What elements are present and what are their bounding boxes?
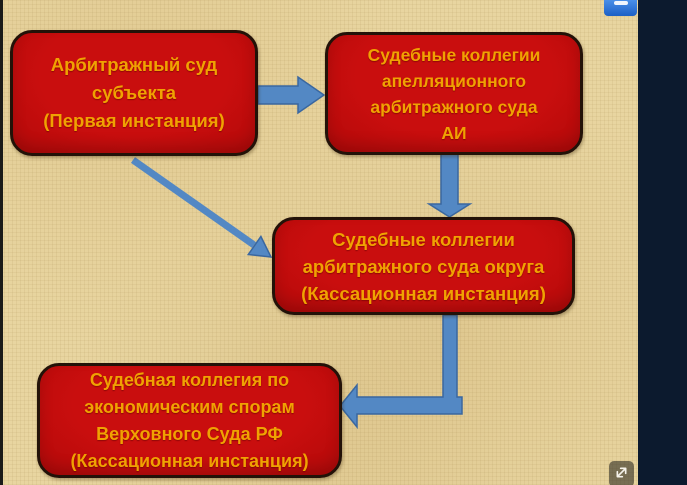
node-text-line: Судебная коллегия по: [89, 369, 290, 390]
left-edge-strip: [0, 0, 3, 485]
arrow-node1-to-node3-head: [246, 235, 273, 258]
node-text-line: Судебные коллегии: [332, 228, 515, 250]
node-text-line: (Первая инстанция): [43, 110, 225, 131]
node-text-line: арбитражного суда округа: [302, 255, 545, 277]
node-text-line: Арбитражный суд: [50, 54, 218, 75]
blue-button-glyph-icon: [613, 1, 628, 5]
node-district-court-cassation: Судебные коллегии арбитражного суда окру…: [272, 217, 575, 315]
node-text-line: субъекта: [91, 82, 177, 103]
arrow-node1-to-node2: [257, 75, 326, 115]
node-text-line: арбитражного суда: [370, 96, 538, 117]
arrow-node2-to-node3: [426, 153, 473, 218]
node-text-line: апелляционного: [381, 70, 527, 91]
node-appellate-court-panels: Судебные коллегии апелляционного арбитра…: [325, 32, 583, 155]
node-text-line: Судебные коллегии: [367, 44, 541, 65]
fullscreen-expand-icon: [616, 467, 627, 478]
node-text-line: экономическим спорам: [84, 396, 295, 417]
fullscreen-button[interactable]: [609, 461, 634, 485]
arrow-node3-to-node4: [339, 314, 463, 430]
top-right-blue-button[interactable]: [604, 0, 637, 16]
node-arbitration-court-first-instance: Арбитражный суд субъекта (Первая инстанц…: [10, 30, 258, 156]
node-text-line: АИ: [441, 122, 467, 143]
right-dark-panel: [638, 0, 687, 485]
arrow-node1-to-node3-line: [130, 157, 257, 248]
node-supreme-court-economic-panel: Судебная коллегия по экономическим спора…: [37, 363, 342, 478]
node-text-line: (Кассационная инстанция): [301, 282, 546, 304]
node-text-line: Верховного Суда РФ: [96, 423, 283, 444]
node-text-line: (Кассационная инстанция): [70, 450, 309, 471]
